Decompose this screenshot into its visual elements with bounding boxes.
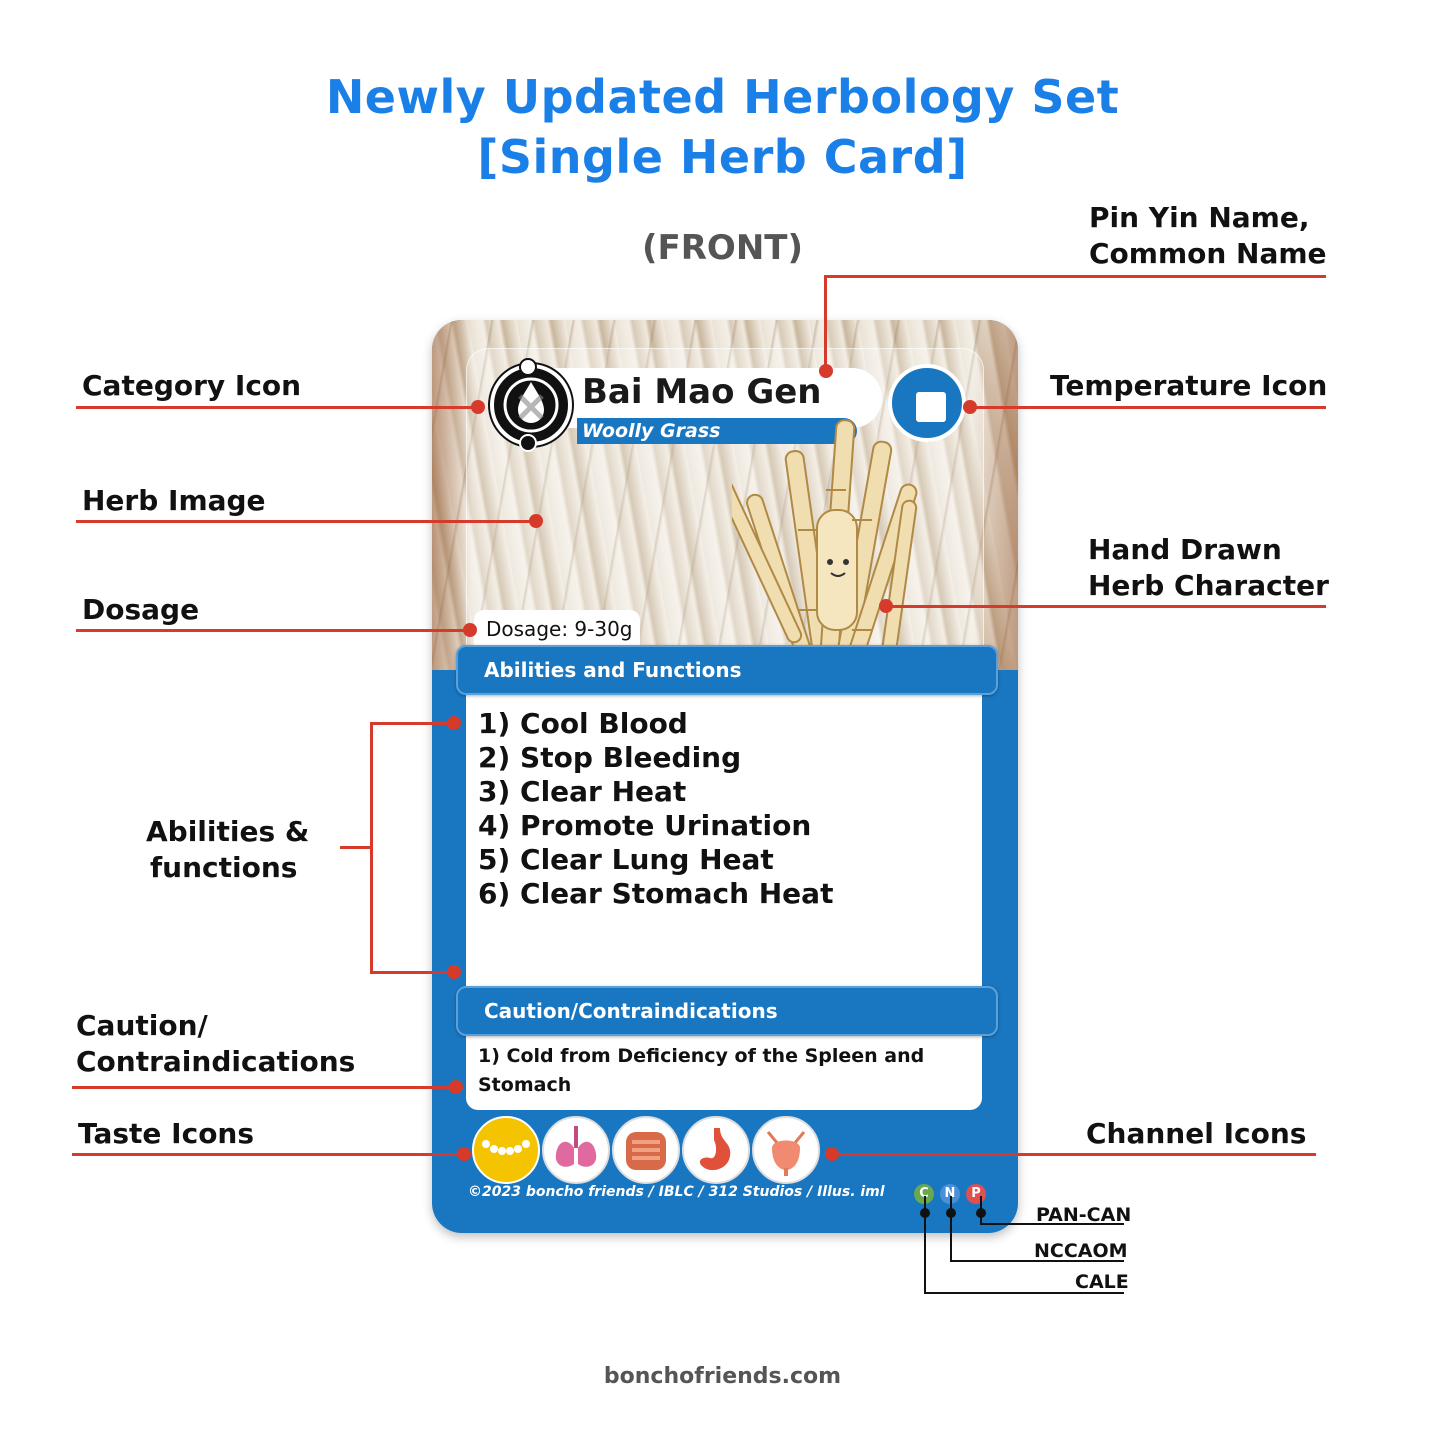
caution-text: 1) Cold from Deficiency of the Spleen an… (478, 1045, 925, 1096)
herb-card: Bai Mao Gen Woolly Grass (432, 320, 1018, 1233)
credential-p-icon: P (966, 1184, 986, 1204)
abilities-label-line1: Abilities & (146, 815, 310, 848)
abilities-label-line2: functions (150, 851, 298, 884)
dosage-pointer-label: Dosage (82, 593, 200, 626)
ability-item: 1) Cool Blood (478, 707, 688, 740)
side-label: (FRONT) (641, 228, 804, 268)
caution-label-line2: Contraindications (76, 1045, 356, 1078)
ability-item: 4) Promote Urination (478, 809, 812, 842)
cale-label: CALE (1075, 1271, 1129, 1293)
caution-title: Caution/Contraindications (484, 999, 778, 1023)
character-label-line2: Herb Character (1088, 569, 1329, 602)
caution-label-line1: Caution/ (76, 1009, 208, 1042)
taste-label: Taste Icons (78, 1117, 255, 1150)
credential-n-icon: N (940, 1184, 960, 1204)
ability-item: 6) Clear Stomach Heat (478, 877, 834, 910)
intestine-icon (612, 1116, 680, 1184)
lung-icon (542, 1116, 610, 1184)
abilities-title: Abilities and Functions (484, 658, 742, 682)
abilities-header: Abilities and Functions (456, 645, 998, 695)
abilities-panel (466, 692, 982, 988)
nccaom-label: NCCAOM (1034, 1240, 1128, 1262)
bladder-icon (752, 1116, 820, 1184)
pinyin-label-line1: Pin Yin Name, (1089, 201, 1310, 234)
ability-item: 2) Stop Bleeding (478, 741, 742, 774)
abilities-list: 1) Cool Blood 2) Stop Bleeding 3) Clear … (478, 707, 833, 911)
channel-label: Channel Icons (1086, 1117, 1307, 1150)
herb-image-label: Herb Image (82, 484, 266, 517)
ability-item: 3) Clear Heat (478, 775, 687, 808)
main-title-line2: [Single Herb Card] (477, 130, 968, 184)
temperature-icon (888, 364, 966, 442)
stomach-icon (682, 1116, 750, 1184)
dosage-label: Dosage: 9-30g (474, 610, 640, 648)
temperature-label: Temperature Icon (1050, 369, 1328, 402)
ability-item: 5) Clear Lung Heat (478, 843, 774, 876)
copyright-text: ©2023 boncho friends / IBLC / 312 Studio… (468, 1184, 885, 1200)
caution-panel (466, 1032, 982, 1110)
sweet-taste-icon (472, 1116, 540, 1184)
pinyin-label-line2: Common Name (1089, 237, 1327, 270)
pancan-label: PAN-CAN (1036, 1204, 1132, 1226)
category-label: Category Icon (82, 369, 302, 402)
common-name-bar (577, 418, 857, 444)
main-title-line1: Newly Updated Herbology Set (325, 70, 1120, 124)
caution-header: Caution/Contraindications (456, 986, 998, 1036)
credential-c-icon: C (914, 1184, 934, 1204)
footer-url[interactable]: bonchofriends.com (603, 1364, 842, 1389)
common-name: Woolly Grass (582, 420, 721, 442)
character-label-line1: Hand Drawn (1088, 533, 1282, 566)
herb-name: Bai Mao Gen (582, 372, 822, 412)
